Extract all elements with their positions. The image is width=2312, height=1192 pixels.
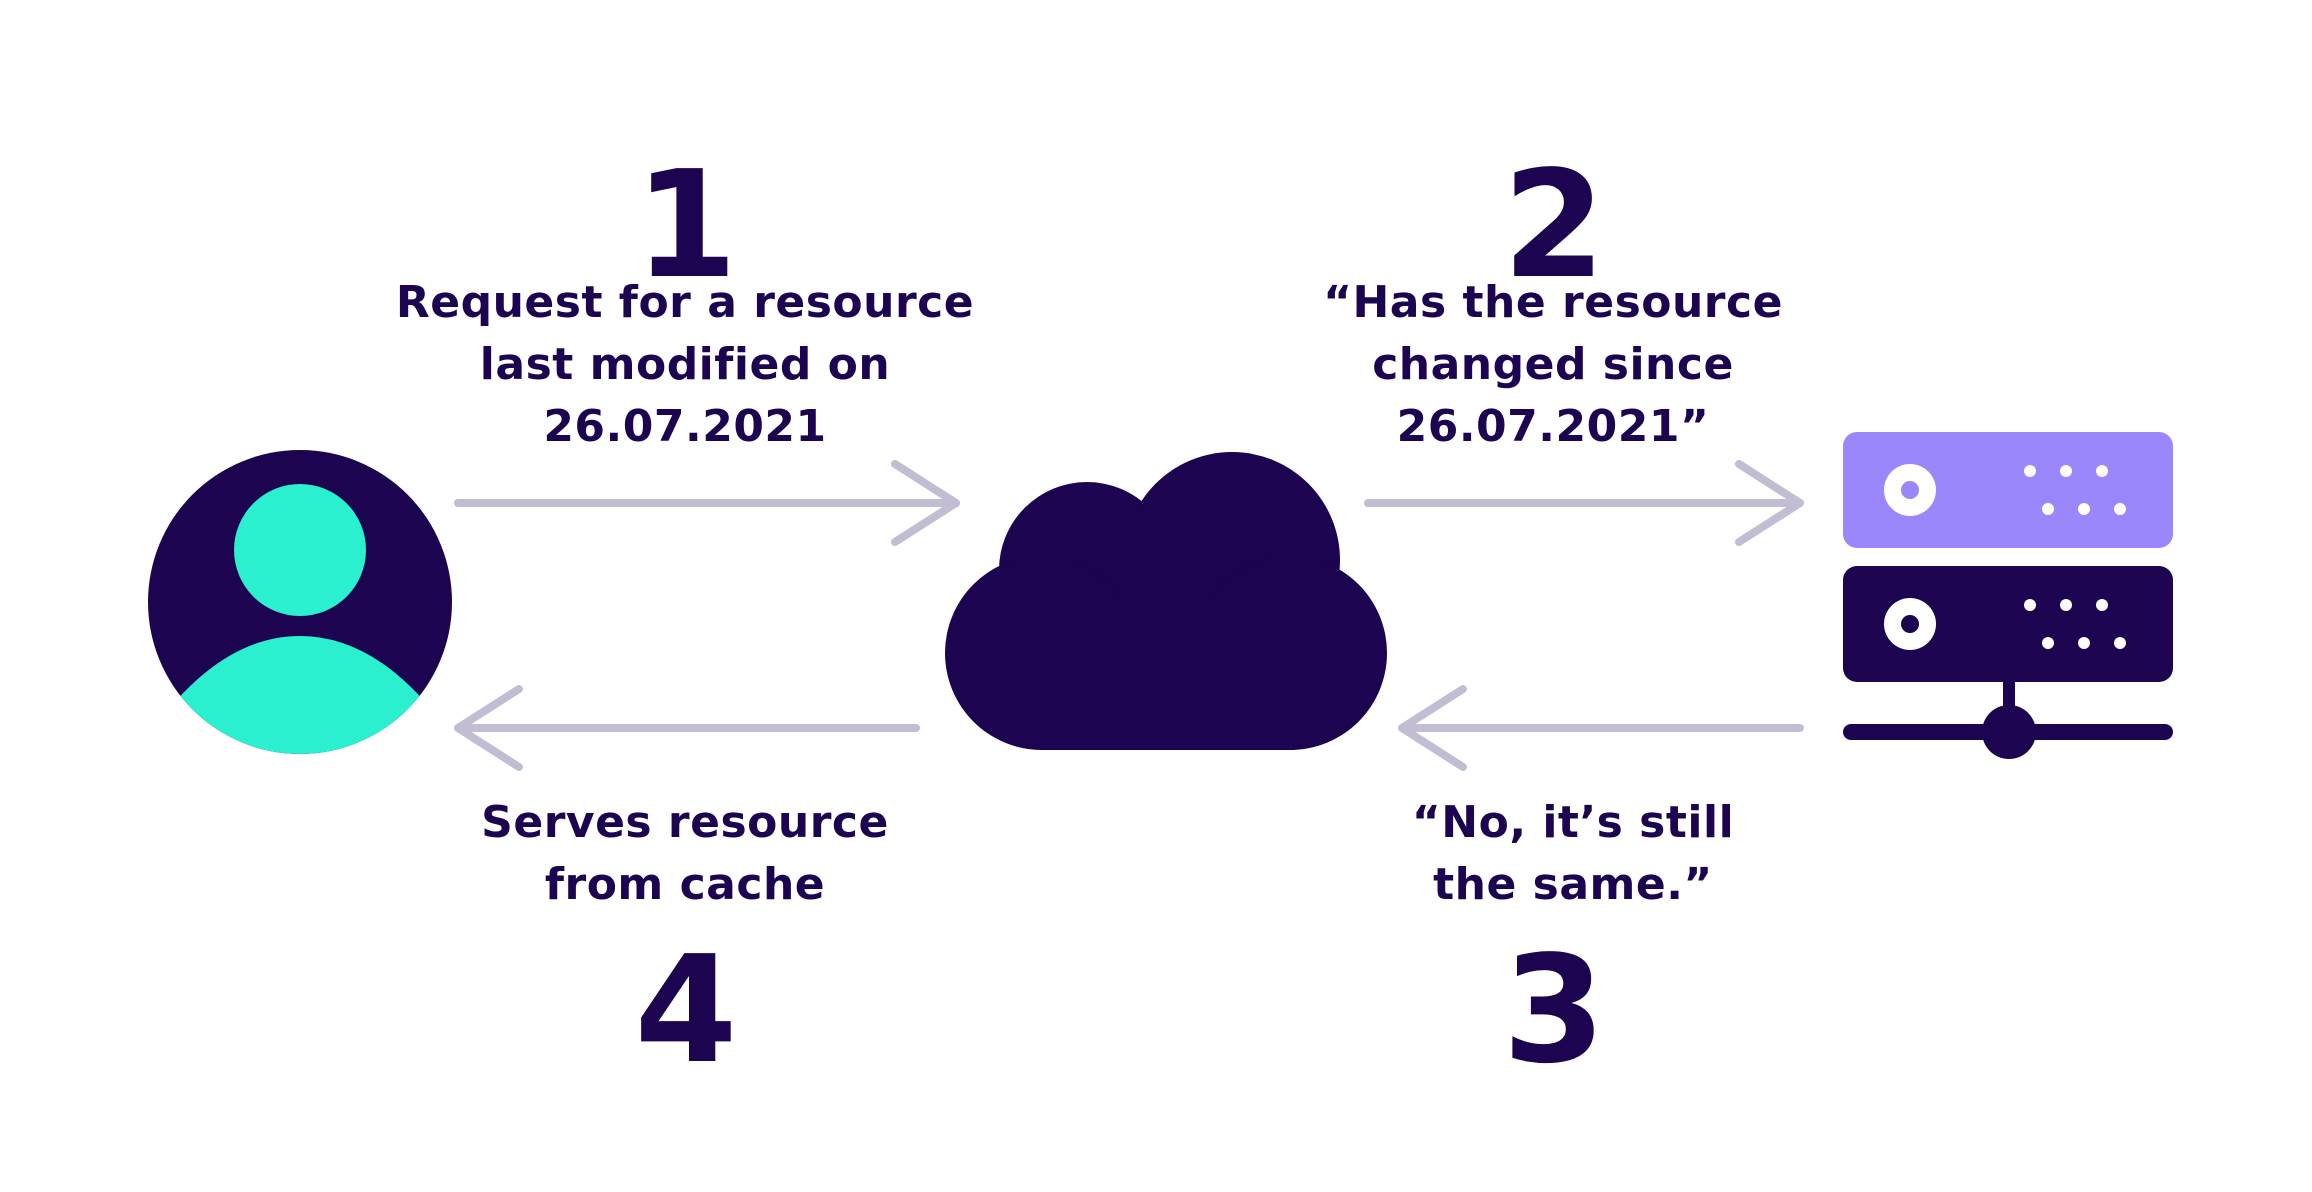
arrow-request-right [454, 460, 960, 546]
arrow-not-modified-left [1398, 685, 1804, 771]
server-network-node [1982, 705, 2036, 759]
step-caption-2: “Has the resource changed since 26.07.20… [1173, 272, 1933, 458]
step-1-line-3: 26.07.2021 [543, 401, 827, 452]
cloud-cache-icon [945, 452, 1387, 750]
arrow-serve-left [454, 685, 920, 771]
step-number-4: 4 [634, 924, 738, 1096]
step-number-1: 1 [634, 139, 738, 311]
step-number-3: 3 [1502, 924, 1606, 1096]
step-number-2: 2 [1502, 139, 1606, 311]
step-4-line-2: from cache [544, 859, 826, 910]
arrow-revalidate-right [1364, 460, 1804, 546]
step-3-line-2: the same.” [1433, 859, 1713, 910]
step-2-line-2: changed since [1372, 339, 1734, 390]
step-2-line-1: “Has the resource [1323, 277, 1783, 328]
server-stack-icon [1843, 432, 2173, 759]
step-caption-3: “No, it’s still the same.” [1193, 792, 1953, 916]
step-4-line-1: Serves resource [481, 797, 889, 848]
user-avatar-icon [148, 450, 452, 754]
step-caption-4: Serves resource from cache [305, 792, 1065, 916]
server-unit-top [1843, 432, 2173, 548]
avatar-head [234, 484, 366, 616]
step-3-line-1: “No, it’s still [1411, 797, 1735, 848]
step-1-line-2: last modified on [479, 339, 891, 390]
step-1-line-1: Request for a resource [395, 277, 975, 328]
step-2-line-3: 26.07.2021” [1396, 401, 1710, 452]
server-unit-bottom [1843, 566, 2173, 682]
step-caption-1: Request for a resource last modified on … [305, 272, 1065, 458]
